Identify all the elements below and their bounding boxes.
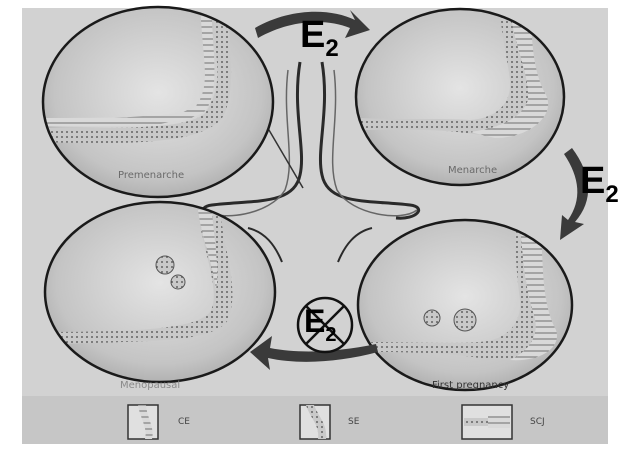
legend-scj-label: SCJ <box>530 417 545 427</box>
label-menarche: Menarche <box>448 165 497 176</box>
label-premenarche: Premenarche <box>118 170 184 181</box>
label-first-pregnancy: First pregnancy <box>432 380 509 391</box>
circle-first-pregnancy <box>358 220 572 390</box>
legend-ce-swatch <box>128 405 158 439</box>
e2-label-crossed: E2 <box>304 305 336 351</box>
label-menopausal: Menopausal <box>120 380 180 391</box>
legend-scj-swatch <box>462 405 512 439</box>
legend-ce-label: CE <box>178 417 190 427</box>
e2-label-top: E2 <box>300 16 339 68</box>
legend-se-swatch <box>300 405 330 439</box>
legend-se-label: SE <box>348 417 359 427</box>
e2-label-right: E2 <box>580 162 619 214</box>
